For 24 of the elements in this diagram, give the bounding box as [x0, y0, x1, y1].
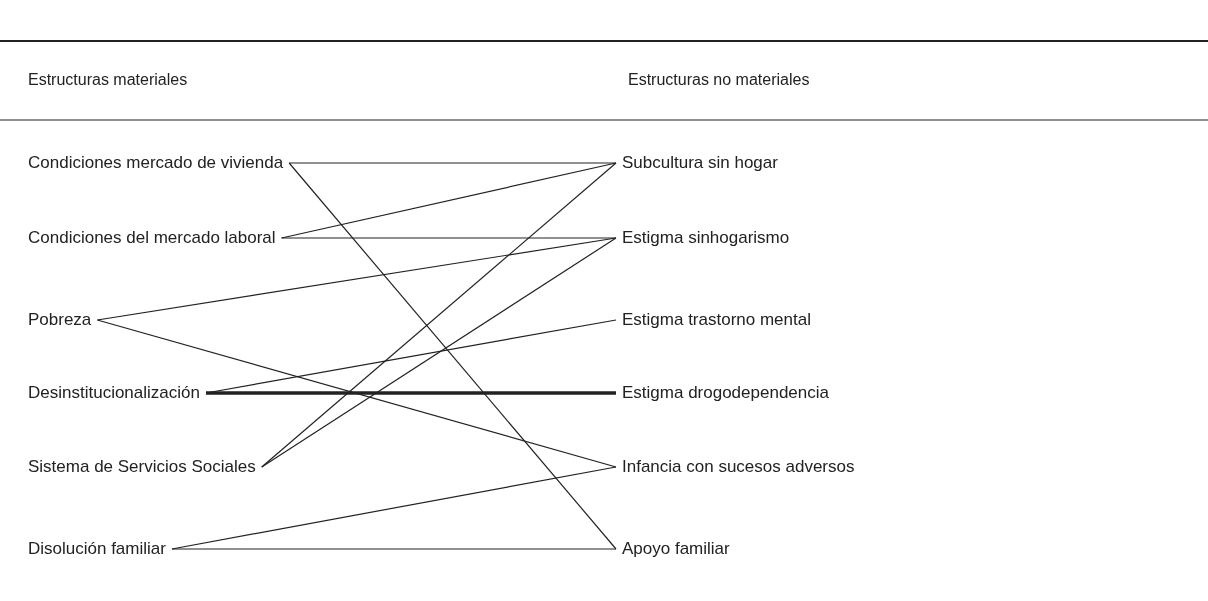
connector-line: [206, 391, 616, 395]
connector-line: [96, 319, 617, 468]
factor-label: Estigma trastorno mental: [616, 309, 817, 331]
factor-label: Pobreza: [22, 309, 98, 331]
connector-line: [288, 162, 617, 550]
connector-line: [281, 162, 617, 239]
factor-label: Disolución familiar: [22, 538, 172, 560]
connector-line: [261, 162, 617, 468]
factor-label: Infancia con sucesos adversos: [616, 456, 861, 478]
factor-label: Condiciones mercado de vivienda: [22, 152, 290, 174]
connector-line: [281, 237, 617, 239]
factor-label: Condiciones del mercado laboral: [22, 227, 282, 249]
factor-label: Subcultura sin hogar: [616, 152, 784, 174]
factor-label: Sistema de Servicios Sociales: [22, 456, 262, 478]
factor-label: Estigma drogodependencia: [616, 382, 835, 404]
connector-line: [171, 548, 617, 550]
factor-label: Apoyo familiar: [616, 538, 736, 560]
column-heading: Estructuras no materiales: [628, 71, 810, 89]
factor-label: Desinstitucionalización: [22, 382, 206, 404]
column-heading: Estructuras materiales: [28, 71, 188, 89]
factor-label: Estigma sinhogarismo: [616, 227, 796, 249]
connector-line: [288, 162, 617, 164]
connector-line: [261, 237, 617, 468]
connector-line: [96, 237, 617, 321]
